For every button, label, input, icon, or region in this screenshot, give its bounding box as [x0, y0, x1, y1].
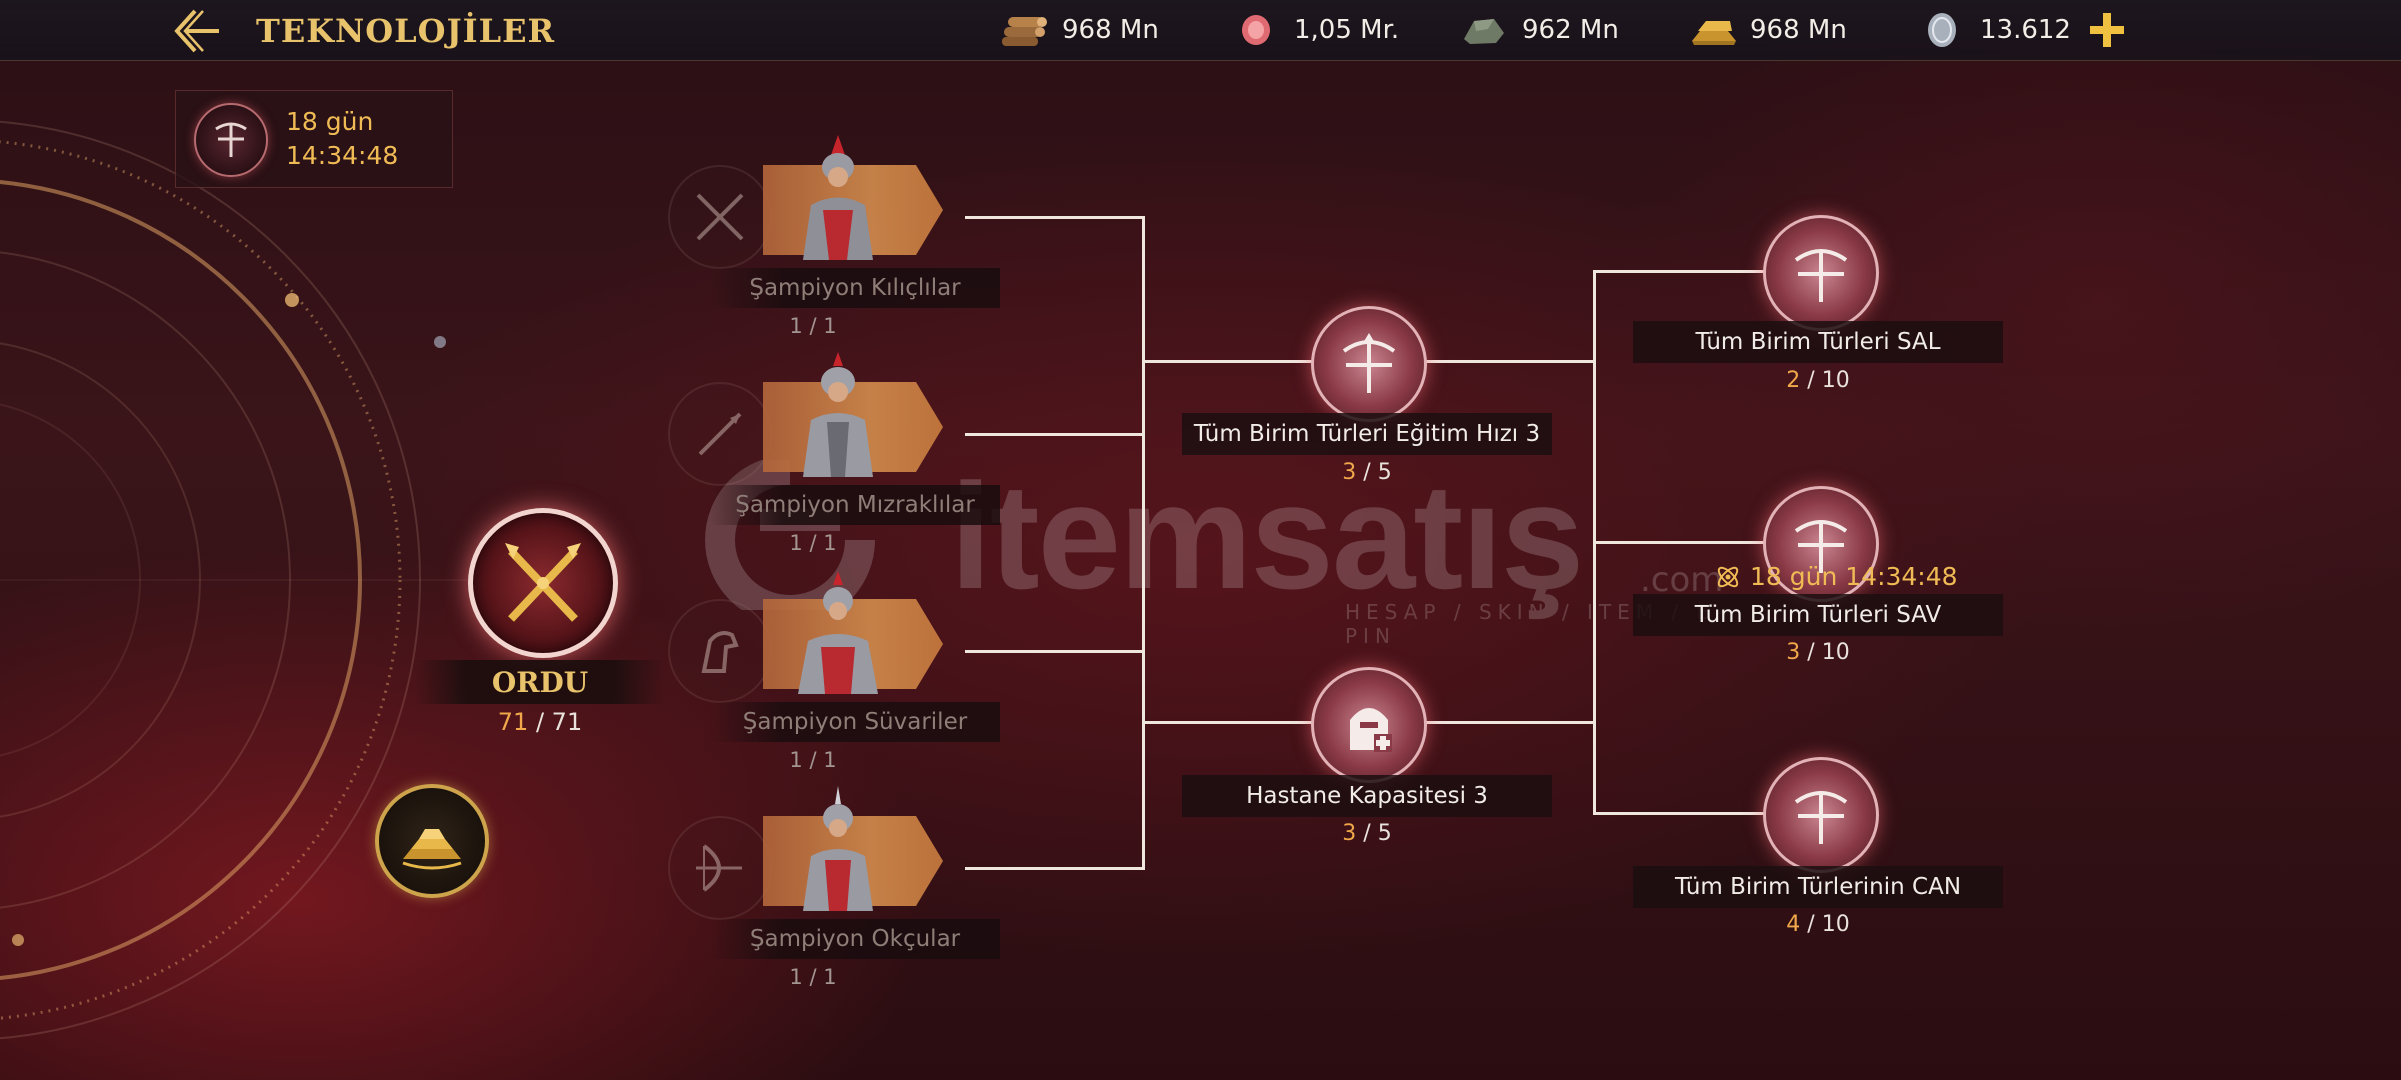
resource-value: 13.612 — [1980, 15, 2071, 45]
resource-value: 1,05 Mr. — [1294, 15, 1400, 45]
resource-gold[interactable]: 968 Mn — [1688, 10, 1847, 50]
champion-name: Şampiyon Süvariler — [710, 702, 1000, 742]
champion-count: 1 / 1 — [789, 748, 837, 772]
tech-total: / 5 — [1363, 821, 1392, 846]
tech-name: Hastane Kapasitesi 3 — [1182, 775, 1552, 817]
champion-count: 1 / 1 — [789, 314, 837, 338]
archer-portrait-icon — [803, 786, 873, 911]
swordsman-portrait-icon — [803, 135, 873, 260]
resource-meat[interactable]: 1,05 Mr. — [1232, 10, 1399, 50]
timer-days: 18 gün — [286, 107, 374, 136]
wood-icon — [1000, 12, 1048, 48]
gold-boost-button[interactable] — [375, 784, 489, 898]
champion-spearmen-card[interactable] — [668, 352, 968, 492]
ordu-progress: 71 / 71 — [415, 708, 665, 736]
tech-total: / 10 — [1807, 368, 1850, 393]
medical-helmet-icon — [1350, 708, 1392, 752]
horse-icon — [668, 599, 772, 703]
ordu-current: 71 — [497, 708, 529, 736]
gold-bar-icon — [1688, 12, 1736, 48]
crossed-swords-icon — [505, 543, 581, 622]
resource-value: 968 Mn — [1062, 15, 1159, 45]
gold-bars-icon — [402, 829, 462, 870]
crossbow-icon — [1794, 791, 1848, 844]
timer-time: 14:34:48 — [286, 141, 399, 170]
champion-archers-card[interactable] — [668, 786, 968, 926]
tech-current: 2 — [1786, 368, 1801, 393]
tech-total: / 10 — [1807, 640, 1850, 665]
resource-silver[interactable]: 13.612 — [1918, 10, 2071, 50]
tech-name: Tüm Birim Türlerinin CAN — [1633, 866, 2003, 908]
research-timer-box[interactable]: 18 gün 14:34:48 — [175, 90, 453, 188]
tech-progress: 3 / 10 — [1633, 640, 2003, 665]
cavalry-portrait-icon — [798, 571, 878, 694]
champion-swordsmen-card[interactable] — [668, 135, 968, 275]
ordu-root-node[interactable] — [468, 508, 618, 658]
crossbow-icon — [1794, 249, 1848, 302]
meat-icon — [1232, 12, 1280, 48]
crossed-swords-icon — [668, 165, 772, 269]
tech-current: 3 — [1342, 821, 1357, 846]
crossbow-icon — [1794, 520, 1848, 573]
tech-total: / 10 — [1807, 912, 1850, 937]
crossbow-icon — [1342, 333, 1396, 393]
spearman-portrait-icon — [803, 352, 873, 477]
tech-total: / 5 — [1363, 460, 1392, 485]
research-atom-icon — [1717, 566, 1739, 587]
ordu-label-banner: ORDU — [415, 660, 665, 704]
resource-wood[interactable]: 968 Mn — [1000, 10, 1159, 50]
page-title: TEKNOLOJİLER — [256, 12, 556, 50]
tech-name: Tüm Birim Türleri SAV — [1633, 594, 2003, 636]
tech-progress: 3 / 5 — [1182, 460, 1552, 485]
silver-coin-icon — [1918, 12, 1966, 48]
timer-text: 18 gün 14:34:48 — [1750, 562, 1958, 591]
champion-count: 1 / 1 — [789, 531, 837, 555]
tech-progress: 3 / 5 — [1182, 821, 1552, 846]
resource-stone[interactable]: 962 Mn — [1460, 10, 1619, 50]
spear-icon — [668, 382, 772, 486]
tech-progress: 4 / 10 — [1633, 912, 2003, 937]
attack-all-units-node[interactable] — [1763, 215, 1879, 331]
champion-name: Şampiyon Kılıçlılar — [710, 268, 1000, 308]
tech-progress: 2 / 10 — [1633, 368, 2003, 393]
ordu-total: / 71 — [535, 708, 583, 736]
tech-current: 3 — [1342, 460, 1357, 485]
resource-value: 962 Mn — [1522, 15, 1619, 45]
champion-name: Şampiyon Mızraklılar — [710, 485, 1000, 525]
back-button[interactable] — [170, 6, 226, 56]
top-bar — [0, 0, 2401, 61]
add-currency-button[interactable] — [2085, 8, 2129, 52]
champion-name: Şampiyon Okçular — [710, 919, 1000, 959]
bow-icon — [668, 816, 772, 920]
research-crossbow-icon — [194, 103, 268, 177]
research-in-progress-timer: 18 gün 14:34:48 — [1714, 562, 1958, 591]
health-all-units-node[interactable] — [1763, 757, 1879, 873]
resource-value: 968 Mn — [1750, 15, 1847, 45]
ordu-label: ORDU — [491, 665, 589, 699]
tech-name: Tüm Birim Türleri Eğitim Hızı 3 — [1182, 413, 1552, 455]
champion-cavalry-card[interactable] — [668, 569, 968, 709]
tech-current: 4 — [1786, 912, 1801, 937]
back-arrow-icon — [174, 9, 219, 53]
hospital-capacity-node[interactable] — [1311, 667, 1427, 783]
champion-count: 1 / 1 — [789, 965, 837, 989]
tech-current: 3 — [1786, 640, 1801, 665]
tech-name: Tüm Birim Türleri SAL — [1633, 321, 2003, 363]
plus-icon — [2090, 13, 2124, 47]
orbit-decoration — [0, 120, 470, 1040]
training-speed-node[interactable] — [1311, 306, 1427, 422]
stone-icon — [1460, 12, 1508, 48]
